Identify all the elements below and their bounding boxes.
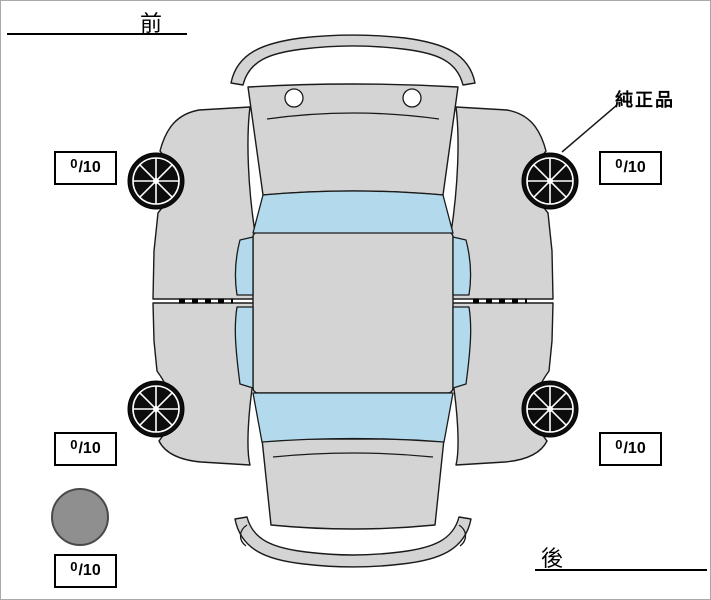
- genuine-part-label: 純正品: [615, 90, 675, 110]
- wheel-front-left-icon: [127, 152, 185, 210]
- tread-value-rear-right: 0: [615, 436, 623, 452]
- door-window-left-rear: [234, 306, 254, 389]
- spare-tire-icon: [51, 488, 109, 546]
- rear-hook-left: [239, 524, 248, 547]
- tread-max-front-left: /10: [78, 159, 101, 176]
- tread-depth-box-front-right: 0/10: [599, 151, 662, 185]
- hood-crease-line: [266, 112, 440, 120]
- tread-max-front-right: /10: [623, 159, 646, 176]
- wheel-front-right-icon: [521, 152, 579, 210]
- tread-value-spare: 0: [70, 558, 78, 574]
- tread-value-front-left: 0: [70, 155, 78, 171]
- tread-depth-box-rear-left: 0/10: [54, 432, 117, 466]
- hood-washer-left: [284, 88, 304, 108]
- tread-depth-box-rear-right: 0/10: [599, 432, 662, 466]
- car-trunk: [261, 438, 445, 530]
- rear-hook-right: [458, 524, 467, 547]
- tread-max-rear-right: /10: [623, 440, 646, 457]
- door-window-left-front: [234, 236, 254, 296]
- car-rear-window: [252, 392, 454, 443]
- tread-depth-box-spare: 0/10: [54, 554, 117, 588]
- tread-max-spare: /10: [78, 562, 101, 579]
- car-windshield: [252, 190, 454, 234]
- car-hood: [247, 83, 459, 196]
- car-front-bumper: [230, 34, 476, 86]
- genuine-part-leader-line: [561, 104, 618, 153]
- tread-value-rear-left: 0: [70, 436, 78, 452]
- tread-max-rear-left: /10: [78, 440, 101, 457]
- rear-label: 後: [541, 546, 564, 571]
- door-window-right-rear: [452, 306, 472, 389]
- wheel-rear-right-icon: [521, 380, 579, 438]
- car-roof: [252, 231, 454, 394]
- tread-depth-box-front-left: 0/10: [54, 151, 117, 185]
- wheel-rear-left-icon: [127, 380, 185, 438]
- car-rear-bumper: [234, 516, 472, 568]
- hood-washer-right: [402, 88, 422, 108]
- tread-value-front-right: 0: [615, 155, 623, 171]
- trunk-crease-line: [272, 452, 434, 458]
- front-label: 前: [140, 11, 163, 36]
- door-window-right-front: [452, 236, 472, 296]
